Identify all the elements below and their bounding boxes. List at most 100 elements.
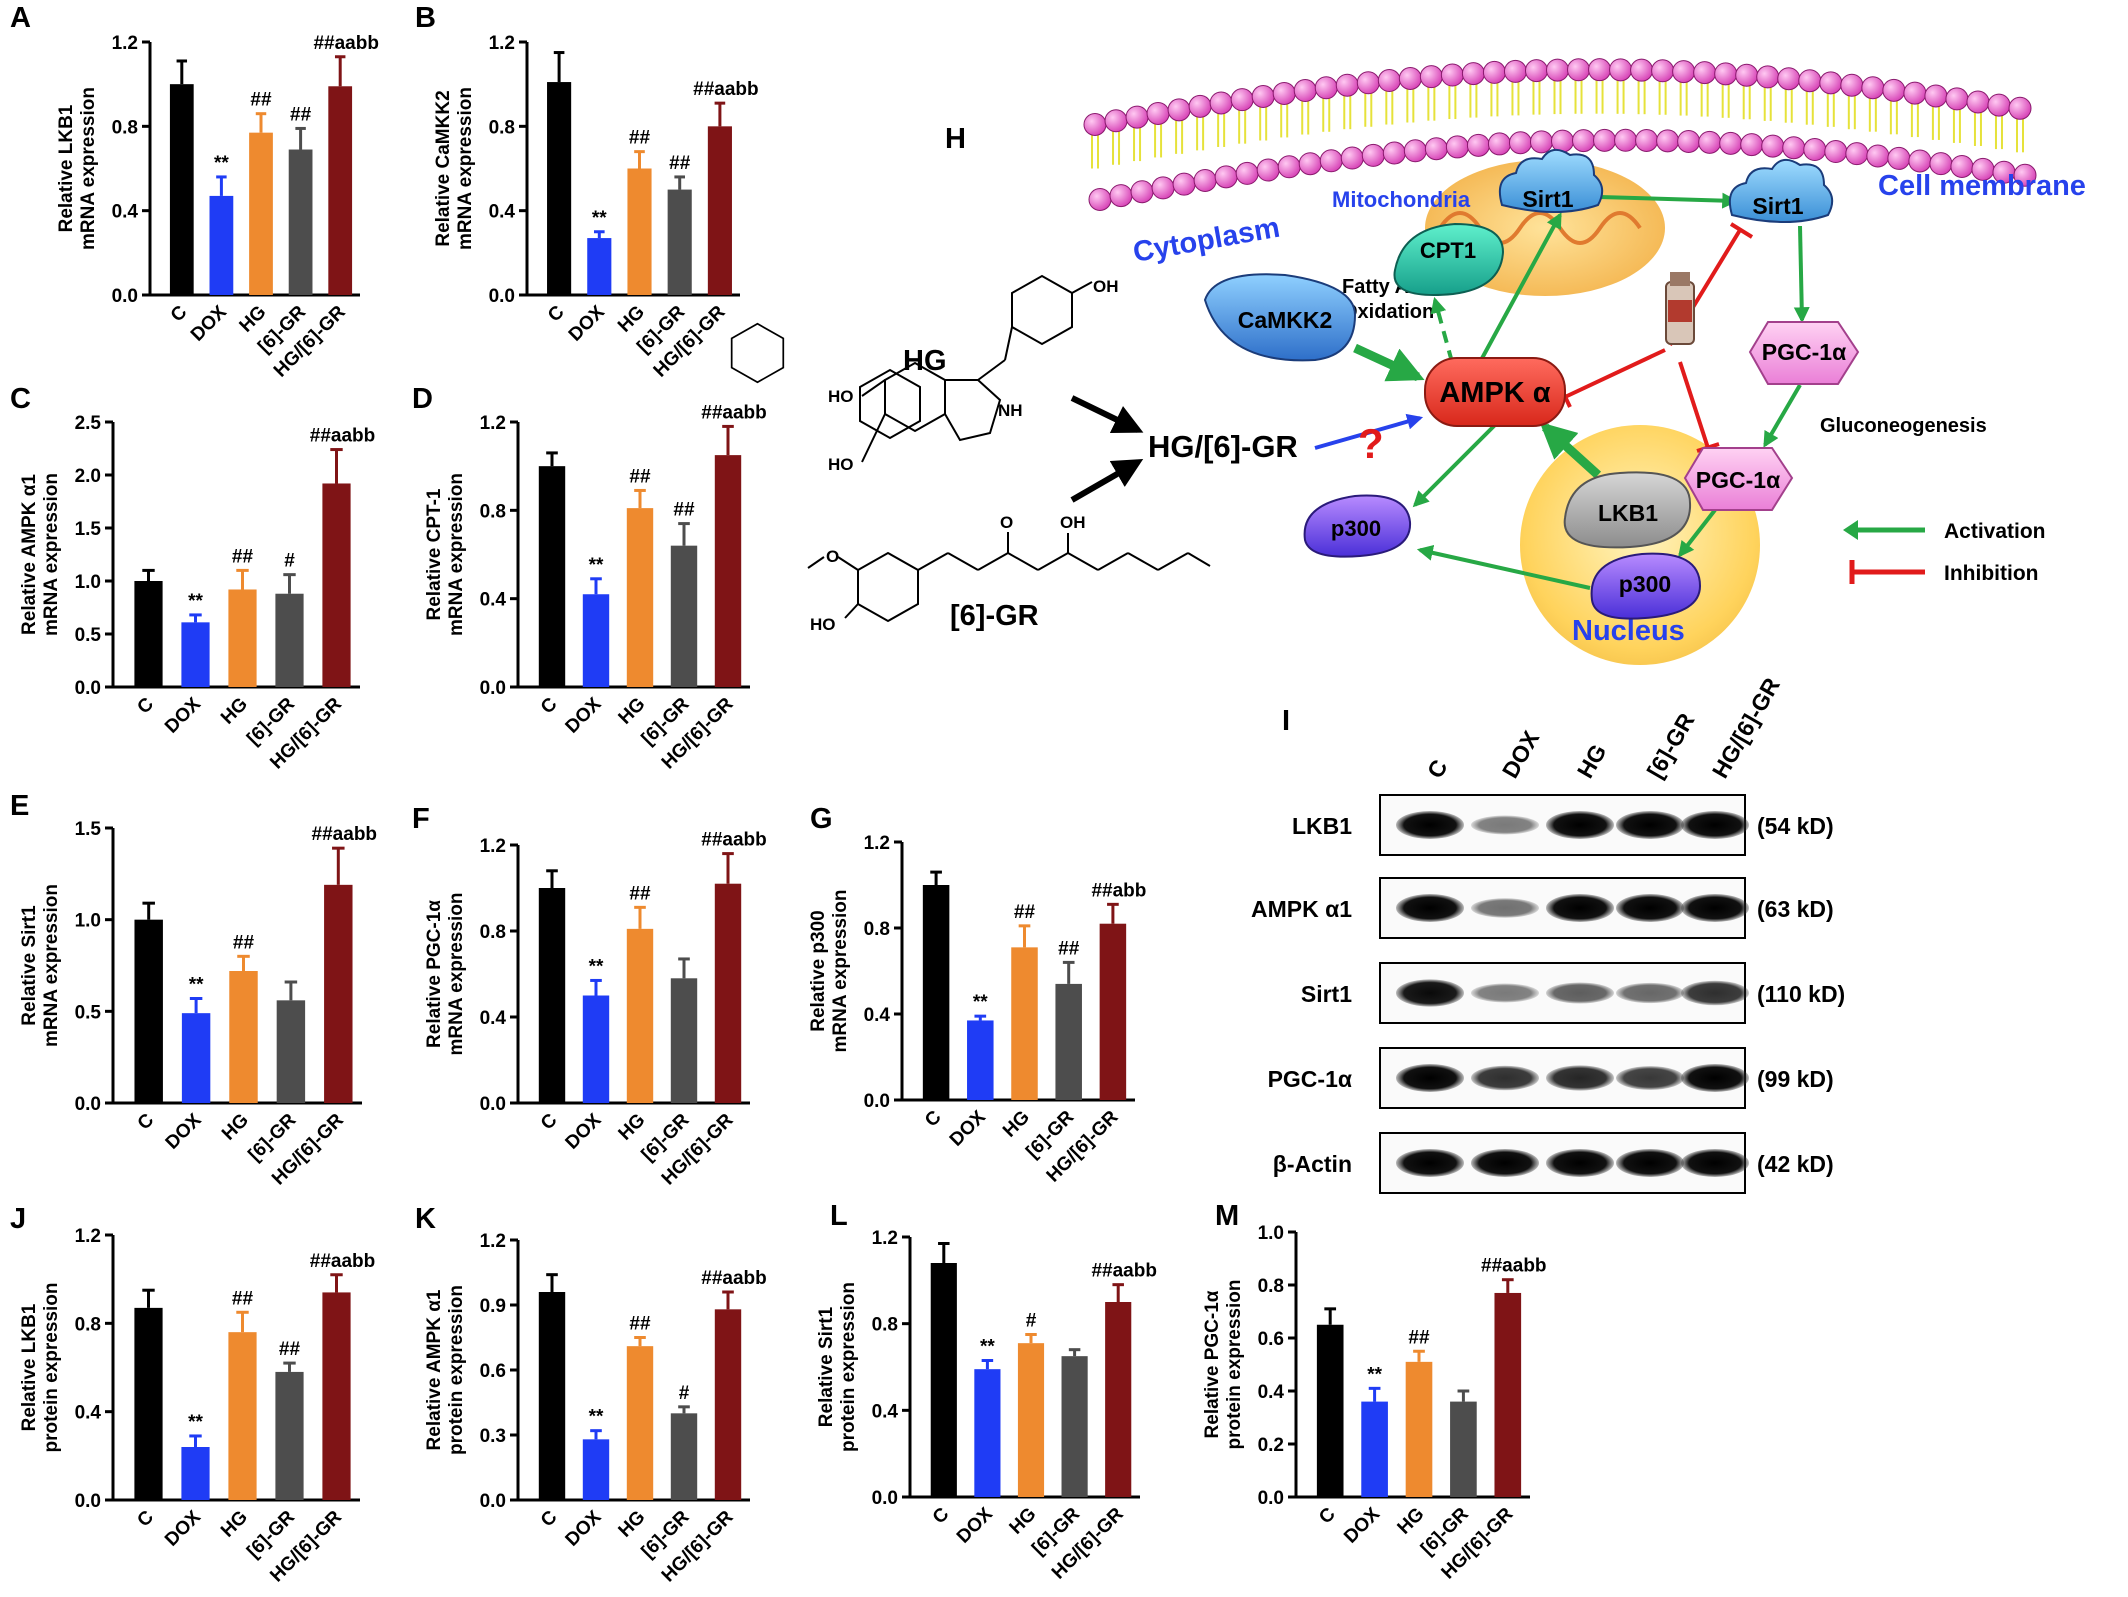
lipid-head-outer xyxy=(1104,109,1128,133)
lipid-head-inner xyxy=(1677,129,1701,153)
y-tick-label: 0.6 xyxy=(480,1361,506,1382)
blot-band xyxy=(1396,1064,1464,1092)
bar-M-1 xyxy=(1361,1401,1388,1497)
arrow-gr-to-combo xyxy=(1070,459,1144,503)
node-p300-nucleus: p300 xyxy=(1590,552,1702,620)
x-tick-label: DOX xyxy=(562,1109,606,1153)
significance-label: ## xyxy=(629,128,651,149)
bar-A-4 xyxy=(328,86,353,296)
lipid-head-outer xyxy=(1630,58,1654,82)
significance-label: ** xyxy=(1367,1364,1382,1385)
panel-label-D: D xyxy=(412,383,433,415)
blot-band xyxy=(1396,1149,1464,1177)
y-tick-label: 0.4 xyxy=(864,1005,891,1026)
inhibit-drug-sirt1-bar xyxy=(1729,222,1754,239)
y-axis-label: mRNA expression xyxy=(446,473,467,636)
lipid-head-outer xyxy=(1777,67,1801,91)
node-pgc-nucleus: PGC-1α xyxy=(1683,447,1794,511)
x-tick-label: DOX xyxy=(1340,1503,1384,1547)
significance-label: ## xyxy=(232,1288,254,1309)
lipid-head-inner xyxy=(1151,176,1175,200)
y-axis-label: mRNA expression xyxy=(78,87,99,250)
chem-o-1: O xyxy=(1000,513,1013,532)
lipid-head-inner xyxy=(1235,161,1259,185)
lipid-head-inner xyxy=(1487,132,1511,156)
y-tick-label: 0.5 xyxy=(75,625,102,646)
panel-label-M: M xyxy=(1215,1200,1239,1232)
bar-L-1 xyxy=(974,1369,1001,1497)
bar-K-1 xyxy=(582,1439,610,1500)
bar-K-2 xyxy=(626,1346,654,1500)
blot-band xyxy=(1546,894,1614,922)
bar-B-3 xyxy=(667,189,692,295)
x-tick-label: C xyxy=(133,693,158,718)
bar-C-2 xyxy=(228,589,257,687)
lipid-head-outer xyxy=(1209,91,1233,115)
y-tick-label: 0.9 xyxy=(480,1296,506,1317)
lipid-head-outer xyxy=(1651,59,1675,83)
panel-label-G: G xyxy=(810,803,833,835)
bar-F-3 xyxy=(670,978,698,1103)
bar-C-4 xyxy=(322,483,351,687)
chem-ho-2: HO xyxy=(828,455,854,474)
lipid-head-outer xyxy=(1482,60,1506,84)
y-tick-label: 1.2 xyxy=(864,833,890,854)
inhibit-drug-ampk xyxy=(1564,348,1666,399)
significance-label: ** xyxy=(214,153,229,174)
question-mark: ? xyxy=(1358,420,1384,467)
bar-L-2 xyxy=(1017,1343,1045,1497)
bar-J-4 xyxy=(322,1292,351,1500)
x-tick-label: HG xyxy=(217,694,252,729)
legend-activation-head xyxy=(1843,520,1858,540)
y-axis-label: Relative AMPK α1 xyxy=(19,474,40,635)
blot-kd-label: (54 kD) xyxy=(1757,813,1834,839)
blot-protein-label: β-Actin xyxy=(1273,1151,1352,1177)
bar-M-0 xyxy=(1316,1324,1344,1497)
arrow-pgc-to-p300 xyxy=(1678,508,1717,558)
blot-kd-label: (110 kD) xyxy=(1757,981,1845,1007)
y-tick-label: 1.2 xyxy=(489,33,515,54)
lipid-head-outer xyxy=(1524,59,1548,83)
lipid-head-inner xyxy=(1698,130,1722,154)
significance-label: ** xyxy=(189,975,204,996)
x-tick-label: C xyxy=(1315,1503,1340,1528)
blot-kd-label: (63 kD) xyxy=(1757,896,1834,922)
lipid-head-outer xyxy=(1924,84,1948,108)
arrow-sirt1-to-pgc xyxy=(1793,225,1810,324)
lipid-head-inner xyxy=(1445,135,1469,159)
significance-label: ** xyxy=(980,1337,995,1358)
lipid-head-outer xyxy=(1735,63,1759,87)
significance-label: ## xyxy=(250,90,272,111)
lipid-head-outer xyxy=(1398,67,1422,91)
bar-J-0 xyxy=(134,1307,163,1500)
significance-label: ## xyxy=(669,153,691,174)
blot-band xyxy=(1396,811,1464,839)
arrow-ampk-to-sirt1 xyxy=(1478,212,1562,363)
y-tick-label: 0.8 xyxy=(75,1314,101,1335)
bar-B-4 xyxy=(707,126,732,295)
y-axis-label: mRNA expression xyxy=(830,890,851,1053)
significance-label: ## xyxy=(1408,1327,1430,1348)
bar-L-0 xyxy=(930,1263,957,1497)
y-tick-label: 0.8 xyxy=(864,919,890,940)
significance-label: ## xyxy=(673,500,695,521)
x-tick-label: DOX xyxy=(565,301,609,345)
x-tick-label: C xyxy=(929,1503,954,1528)
pgc-cyto-label: PGC-1α xyxy=(1762,339,1846,365)
node-p300-cytoplasm: p300 xyxy=(1303,494,1412,558)
y-tick-label: 0.0 xyxy=(872,1488,898,1509)
lipid-head-inner xyxy=(1635,128,1659,152)
drug-vial-icon xyxy=(1665,272,1695,345)
blot-protein-label: Sirt1 xyxy=(1301,981,1352,1007)
lipid-head-outer xyxy=(1419,65,1443,89)
y-tick-label: 1.5 xyxy=(75,519,102,540)
y-tick-label: 0.0 xyxy=(112,286,138,307)
bar-F-0 xyxy=(538,888,566,1103)
significance-label: ## xyxy=(279,1339,301,1360)
lipid-head-inner xyxy=(1340,146,1364,170)
lipid-head-inner xyxy=(1130,180,1154,204)
lipid-head-outer xyxy=(1903,81,1927,105)
node-camkk2: CaMKK2 xyxy=(1203,273,1357,362)
